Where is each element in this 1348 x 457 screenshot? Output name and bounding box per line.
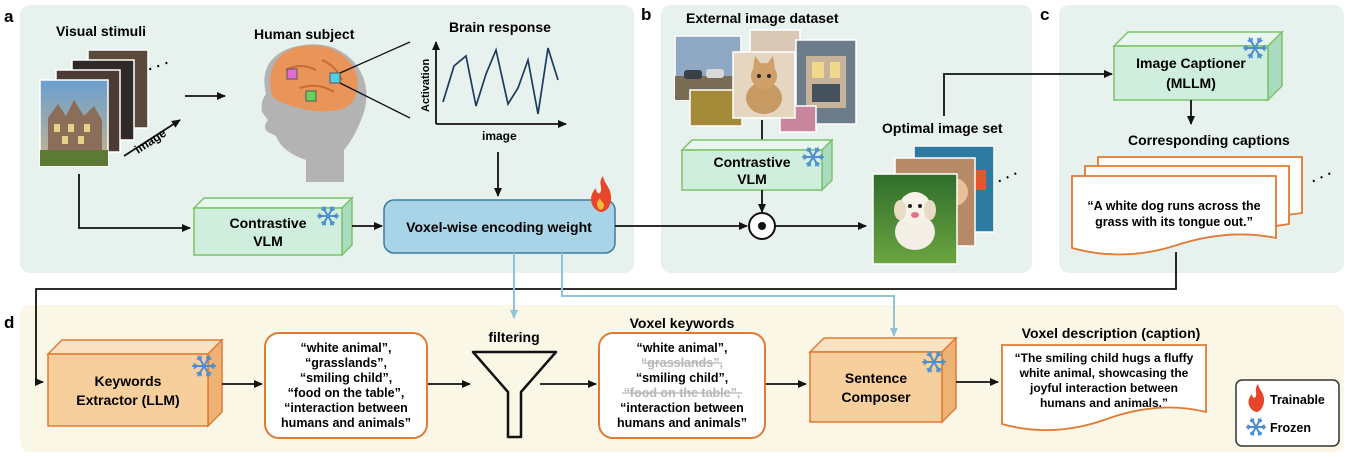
legend-frozen: Frozen bbox=[1270, 421, 1311, 435]
voxel-cube-pink bbox=[286, 68, 298, 80]
panel-label-a: a bbox=[4, 7, 14, 26]
contrastive-vlm-b: Contrastive VLM bbox=[680, 138, 834, 192]
external-image-collage bbox=[674, 29, 857, 133]
response-trace bbox=[442, 47, 559, 115]
extractor-line2: Extractor (LLM) bbox=[76, 392, 179, 408]
vlm-b-line1: Contrastive bbox=[713, 154, 790, 170]
voxel-keywords-title: Voxel keywords bbox=[630, 315, 735, 331]
external-image-cat bbox=[732, 51, 796, 119]
flame-icon bbox=[591, 176, 612, 212]
keyword-2: “smiling child”, bbox=[300, 371, 392, 385]
captioner-line1: Image Captioner bbox=[1136, 55, 1246, 71]
arrow-stimuli-to-vlm bbox=[78, 174, 191, 232]
optimal-image-stack bbox=[872, 145, 995, 265]
keywords-list-box: “white animal”, “grasslands”, “smiling c… bbox=[264, 332, 428, 439]
contrastive-vlm-a: Contrastive VLM bbox=[192, 196, 354, 257]
captioner-line2: (MLLM) bbox=[1166, 75, 1216, 91]
description-line-2: joyful interaction between bbox=[1029, 381, 1178, 395]
snowflake-icon-composer bbox=[922, 351, 946, 373]
snowflake-icon-extractor bbox=[192, 355, 216, 377]
keyword-4: “interaction between bbox=[284, 401, 408, 415]
extractor-line1: Keywords bbox=[95, 373, 162, 389]
encoder-label: Voxel-wise encoding weight bbox=[406, 219, 592, 235]
voxel-keyword-4: “interaction between bbox=[620, 401, 744, 415]
panel-label-b: b bbox=[641, 5, 651, 24]
brain-response-title: Brain response bbox=[449, 19, 551, 35]
description-line-0: “The smiling child hugs a fluffy bbox=[1015, 351, 1194, 365]
legend-trainable: Trainable bbox=[1270, 393, 1325, 407]
legend: Trainable Frozen bbox=[1235, 379, 1340, 447]
voxel-description-title: Voxel description (caption) bbox=[1022, 325, 1201, 341]
caption-line1: “A white dog runs across the bbox=[1087, 199, 1260, 213]
voxel-cube-green bbox=[305, 90, 317, 102]
keyword-0: “white animal”, bbox=[301, 341, 392, 355]
voxel-cube-cyan bbox=[329, 72, 341, 84]
voxel-keyword-5: humans and animals” bbox=[617, 416, 747, 430]
legend-box bbox=[1235, 379, 1340, 447]
snowflake-icon-vlm-b bbox=[802, 147, 824, 167]
voxel-keyword-2: “smiling child”, bbox=[636, 371, 728, 385]
human-head-illustration bbox=[261, 41, 411, 182]
stimuli-ellipsis: · · · bbox=[146, 54, 172, 76]
snowflake-icon-captioner bbox=[1243, 37, 1267, 59]
legend-flame-icon bbox=[1248, 384, 1265, 412]
filter-funnel-icon bbox=[471, 350, 558, 439]
panel-label-d: d bbox=[4, 313, 14, 332]
voxel-keyword-0: “white animal”, bbox=[637, 341, 728, 355]
keyword-1: “grasslands”, bbox=[305, 356, 387, 370]
keywords-extractor-box: Keywords Extractor (LLM) bbox=[46, 338, 224, 428]
description-line-1: white animal, showcasing the bbox=[1019, 366, 1189, 380]
description-line-3: humans and animals.” bbox=[1040, 396, 1168, 410]
response-x-label: image bbox=[482, 129, 517, 143]
vlm-a-line1: Contrastive bbox=[229, 215, 306, 231]
filtering-label: filtering bbox=[488, 329, 539, 345]
corresponding-captions-title: Corresponding captions bbox=[1128, 132, 1290, 148]
caption-document-stack: “A white dog runs across the grass with … bbox=[1071, 156, 1303, 256]
dot-product-operator bbox=[748, 212, 776, 240]
image-axis-arrow bbox=[123, 119, 181, 157]
optimal-set-title: Optimal image set bbox=[882, 120, 1003, 136]
arrow-optimal-to-captioner bbox=[943, 70, 1113, 116]
sentence-composer-box: Sentence Composer bbox=[808, 336, 958, 424]
voxel-description-document: “The smiling child hugs a fluffy white a… bbox=[1001, 344, 1207, 432]
stimulus-image-stack bbox=[39, 49, 149, 167]
image-captioner-box: Image Captioner (MLLM) bbox=[1112, 30, 1284, 102]
voxel-encoding-weight-box: Voxel-wise encoding weight bbox=[383, 199, 616, 254]
caption-line2: grass with its tongue out.” bbox=[1095, 215, 1253, 229]
composer-line2: Composer bbox=[841, 389, 911, 405]
response-y-label: Activation bbox=[420, 59, 432, 112]
arrow-encoder-to-composer bbox=[561, 253, 898, 337]
keyword-5: humans and animals” bbox=[281, 416, 411, 430]
visual-stimuli-title: Visual stimuli bbox=[56, 23, 146, 39]
keyword-3: “food on the table”, bbox=[288, 386, 405, 400]
snowflake-icon-vlm-a bbox=[317, 206, 339, 226]
panel-label-c: c bbox=[1040, 5, 1049, 24]
composer-line1: Sentence bbox=[845, 370, 907, 386]
vlm-b-line2: VLM bbox=[737, 171, 767, 187]
human-subject-title: Human subject bbox=[254, 26, 355, 42]
external-dataset-title: External image dataset bbox=[686, 10, 839, 26]
stimulus-house-image bbox=[39, 79, 109, 167]
vlm-a-line2: VLM bbox=[253, 233, 283, 249]
legend-snowflake-icon bbox=[1246, 418, 1266, 436]
arrow-captions-to-extractor bbox=[35, 252, 1177, 386]
voxel-keywords-box: “white animal”, “grasslands”, “smiling c… bbox=[598, 332, 766, 439]
